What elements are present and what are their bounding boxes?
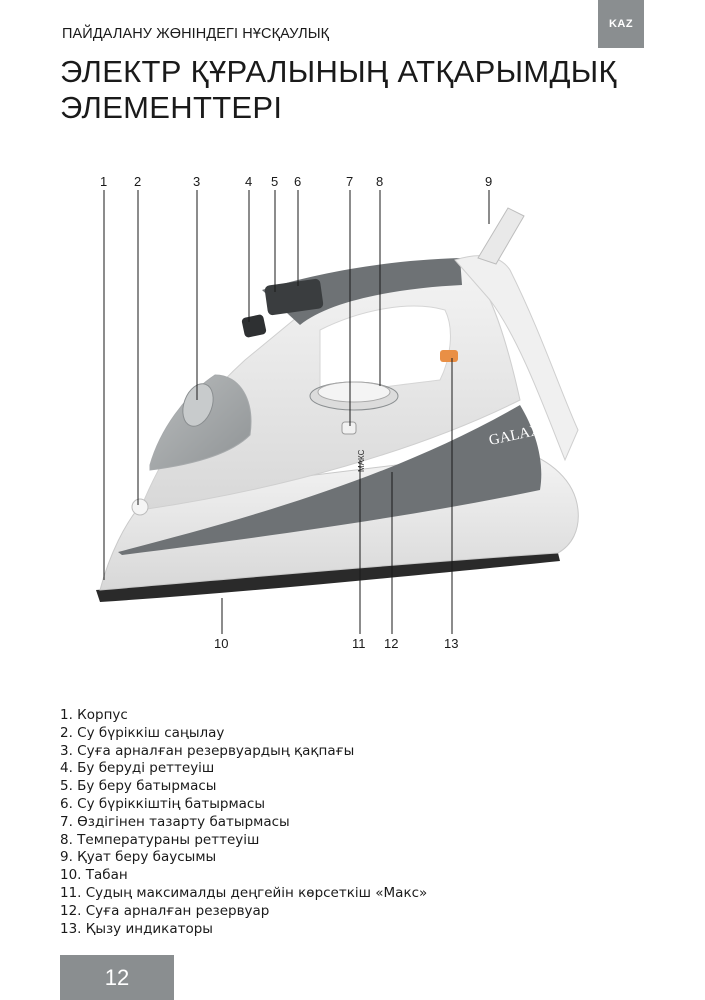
- page-title-line-2: ЭЛЕМЕНТТЕРІ: [60, 90, 283, 125]
- list-item: 5. Бу беру батырмасы: [60, 778, 217, 795]
- page-title-line-1: ЭЛЕКТР ҚҰРАЛЫНЫҢ АТҚАРЫМДЫҚ: [60, 54, 617, 89]
- page-number: 12: [60, 955, 174, 1000]
- list-item: 1. Корпус: [60, 707, 128, 723]
- list-item: 8. Температураны реттеуіш: [60, 831, 260, 848]
- callout-12: 12: [384, 636, 398, 651]
- callout-6: 6: [294, 174, 301, 189]
- power-cord: [477, 207, 525, 265]
- water-tank-panel: [118, 405, 542, 555]
- self-clean-button: [341, 421, 357, 435]
- callout-13: 13: [444, 636, 458, 651]
- list-item: 9. Қуат беру баусымы: [60, 849, 217, 866]
- spray-nozzle: [131, 498, 149, 516]
- callout-5: 5: [271, 174, 278, 189]
- list-item: 11. Судың максималды деңгейін көрсеткіш …: [60, 884, 428, 901]
- iron-diagram: GALAXY МАКС 1 2 3 4 5 6 7 8 9 10 11 12 1…: [96, 174, 579, 651]
- list-item: 12. Суға арналған резервуар: [60, 902, 270, 919]
- heat-indicator: [440, 350, 458, 362]
- list-item: 6. Су бүріккіштің батырмасы: [60, 795, 265, 812]
- soleplate: [96, 553, 560, 602]
- max-level-mark: МАКС: [357, 449, 366, 472]
- callout-1: 1: [100, 174, 107, 189]
- list-item: 13. Қызу индикаторы: [60, 920, 213, 937]
- callout-7: 7: [346, 174, 353, 189]
- callout-2: 2: [134, 174, 141, 189]
- callout-10: 10: [214, 636, 228, 651]
- header-title: ПАЙДАЛАНУ ЖӨНІНДЕГІ НҰСҚАУЛЫҚ: [62, 26, 330, 42]
- list-item: 7. Өздігінен тазарту батырмасы: [60, 813, 290, 830]
- list-item: 4. Бу беруді реттеуіш: [60, 760, 215, 777]
- callout-lines: [103, 190, 490, 634]
- page-title: ЭЛЕКТР ҚҰРАЛЫНЫҢ АТҚАРЫМДЫҚ ЭЛЕМЕНТТЕРІ: [60, 54, 620, 126]
- callout-11: 11: [352, 636, 366, 651]
- parts-list: 1. Корпус 2. Су бүріккіш саңылау 3. Суға…: [60, 707, 427, 938]
- steam-button: [241, 314, 267, 338]
- tank-cap: [182, 383, 214, 427]
- list-item: 10. Табан: [60, 867, 128, 884]
- callout-8: 8: [376, 174, 383, 189]
- list-item: 3. Суға арналған резервуардың қақпағы: [60, 742, 355, 759]
- callout-3: 3: [193, 174, 200, 189]
- language-badge: KAZ: [598, 0, 644, 48]
- list-item: 2. Су бүріккіш саңылау: [60, 724, 225, 741]
- callout-9: 9: [485, 174, 492, 189]
- callout-4: 4: [245, 174, 252, 189]
- spray-button: [264, 278, 324, 316]
